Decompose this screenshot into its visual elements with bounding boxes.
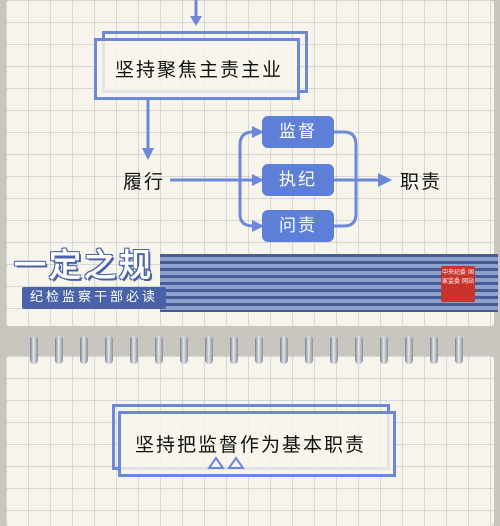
binder-ring-tops — [0, 336, 500, 366]
right-label: 职责 — [400, 171, 443, 193]
chip-accountability: 问责 — [262, 210, 334, 242]
chip-supervise: 监督 — [262, 116, 334, 148]
banner-subtitle: 纪检监察干部必读 — [22, 287, 166, 309]
left-label: 履行 — [123, 171, 166, 193]
chip-discipline: 执纪 — [262, 164, 334, 196]
banner-title: 一定之规 — [14, 246, 155, 284]
main-box-bottom-label: 坚持把监督作为基本职责 — [135, 434, 367, 456]
main-box-top: 坚持聚焦主责主业 — [94, 38, 300, 100]
website-seal-logo: 中央纪委 国家监委 网站 — [441, 266, 475, 302]
main-box-bottom: 坚持把监督作为基本职责 — [118, 411, 396, 477]
emphasis-triangles-icon — [207, 456, 245, 469]
main-box-top-label: 坚持聚焦主责主业 — [115, 59, 284, 81]
